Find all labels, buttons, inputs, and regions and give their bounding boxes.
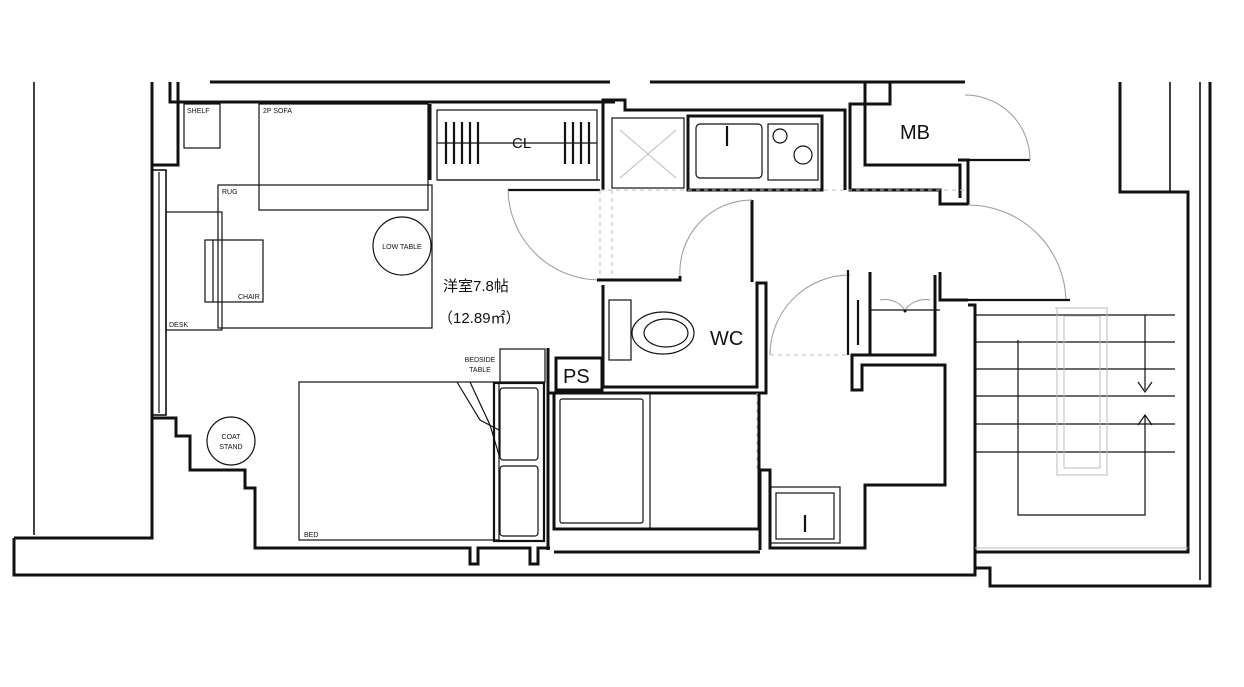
room-area: （12.89㎡） xyxy=(438,310,521,327)
chair: CHAIR xyxy=(204,239,264,303)
staircase xyxy=(968,303,1188,549)
sofa-label: 2P SOFA xyxy=(263,108,292,115)
coat-stand: COAT STAND xyxy=(206,416,256,466)
low-table-label: LOW TABLE xyxy=(382,244,422,251)
shelf: SHELF xyxy=(183,103,221,149)
bed-label: BED xyxy=(304,532,318,539)
kitchen xyxy=(600,98,965,280)
meter-box-label: MB xyxy=(900,122,930,144)
bed: BED xyxy=(298,381,500,541)
meter-box: MB xyxy=(900,94,1031,162)
closet-hangers-left xyxy=(444,122,480,164)
sofa: 2P SOFA xyxy=(258,103,429,211)
room-door-swing xyxy=(507,189,601,281)
pipe-space: PS xyxy=(546,348,604,550)
bedside-table-label-2: TABLE xyxy=(469,367,491,374)
closet-label: CL xyxy=(512,135,531,152)
bedside-table-label-1: BEDSIDE xyxy=(465,357,496,364)
bedside-table: BEDSIDE TABLE xyxy=(465,348,546,383)
rug-label: RUG xyxy=(222,189,238,196)
closet: CL xyxy=(436,109,598,181)
toilet-room: WC xyxy=(548,199,768,395)
shelf-label: SHELF xyxy=(187,108,210,115)
washroom xyxy=(758,270,968,550)
rug: RUG xyxy=(217,184,433,329)
entrance-door xyxy=(967,204,1070,302)
coat-stand-label-1: COAT xyxy=(222,434,242,441)
outer-walls xyxy=(12,80,1212,588)
low-table: LOW TABLE xyxy=(372,216,432,276)
chair-label: CHAIR xyxy=(238,294,260,301)
pipe-space-label: PS xyxy=(563,366,590,388)
desk-label: DESK xyxy=(169,322,188,329)
bathroom xyxy=(552,391,761,554)
desk: DESK xyxy=(165,211,223,331)
closet-hangers-right xyxy=(563,122,591,164)
main-room-walls xyxy=(176,82,605,192)
room-name: 洋室7.8帖 xyxy=(443,278,509,295)
toilet-label: WC xyxy=(710,328,743,350)
bed-side-cabinet xyxy=(492,381,546,543)
coat-stand-label-2: STAND xyxy=(219,444,242,451)
